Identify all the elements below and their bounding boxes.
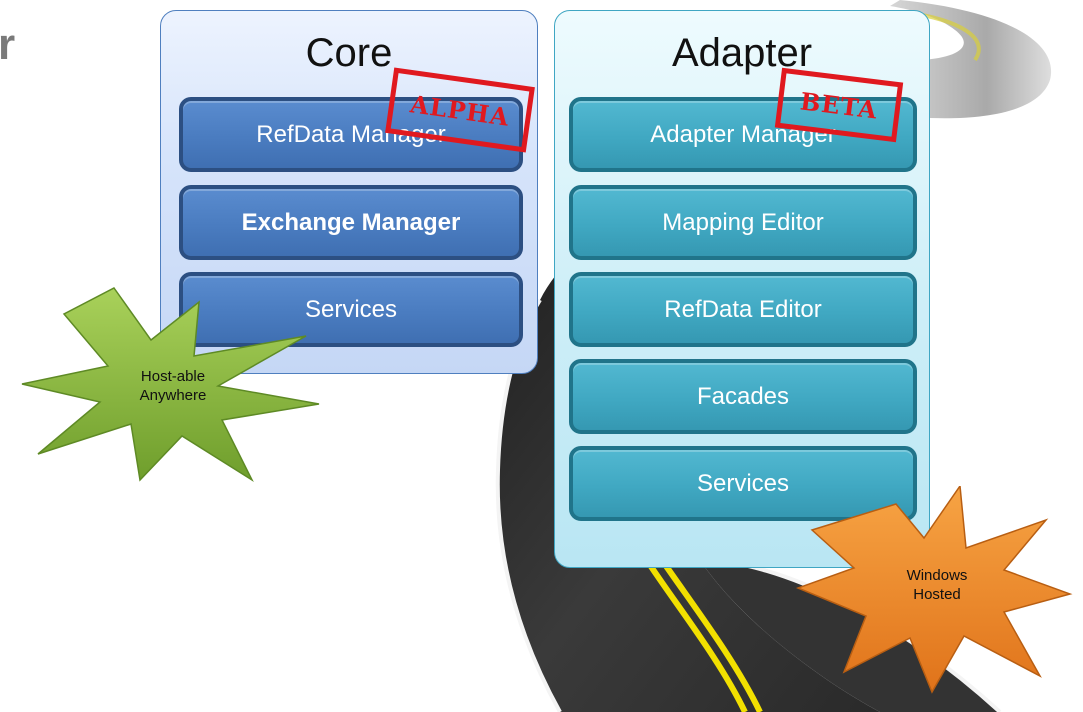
road-center-line-1 xyxy=(647,563,748,712)
slide-title-fragment: r xyxy=(0,20,16,69)
windows-line-1: Windows xyxy=(906,567,968,584)
hostable-callout-label: Host-able Anywhere xyxy=(118,367,228,405)
mapping-editor-box: Mapping Editor xyxy=(569,185,917,260)
hostable-line-2: Anywhere xyxy=(139,387,207,404)
road-center-line-2 xyxy=(661,561,763,712)
refdata-manager-box: RefData Manager xyxy=(179,97,523,172)
hostable-starburst xyxy=(21,287,320,483)
facades-box: Facades xyxy=(569,359,917,434)
windows-line-2: Hosted xyxy=(913,586,961,603)
adapter-manager-box: Adapter Manager xyxy=(569,97,917,172)
core-column: Core RefData Manager Exchange Manager Se… xyxy=(160,10,538,374)
core-title: Core xyxy=(305,31,393,75)
core-services-box: Services xyxy=(179,272,523,347)
refdata-editor-box: RefData Editor xyxy=(569,272,917,347)
hostable-line-1: Host-able xyxy=(140,368,206,385)
adapter-column: Adapter Adapter Manager Mapping Editor R… xyxy=(554,10,930,568)
adapter-services-box: Services xyxy=(569,446,917,521)
road-distant-curve xyxy=(890,0,1052,119)
exchange-manager-box: Exchange Manager xyxy=(179,185,523,260)
adapter-title: Adapter xyxy=(671,31,813,75)
windows-starburst xyxy=(795,486,1073,694)
windows-callout-label: Windows Hosted xyxy=(882,566,992,604)
